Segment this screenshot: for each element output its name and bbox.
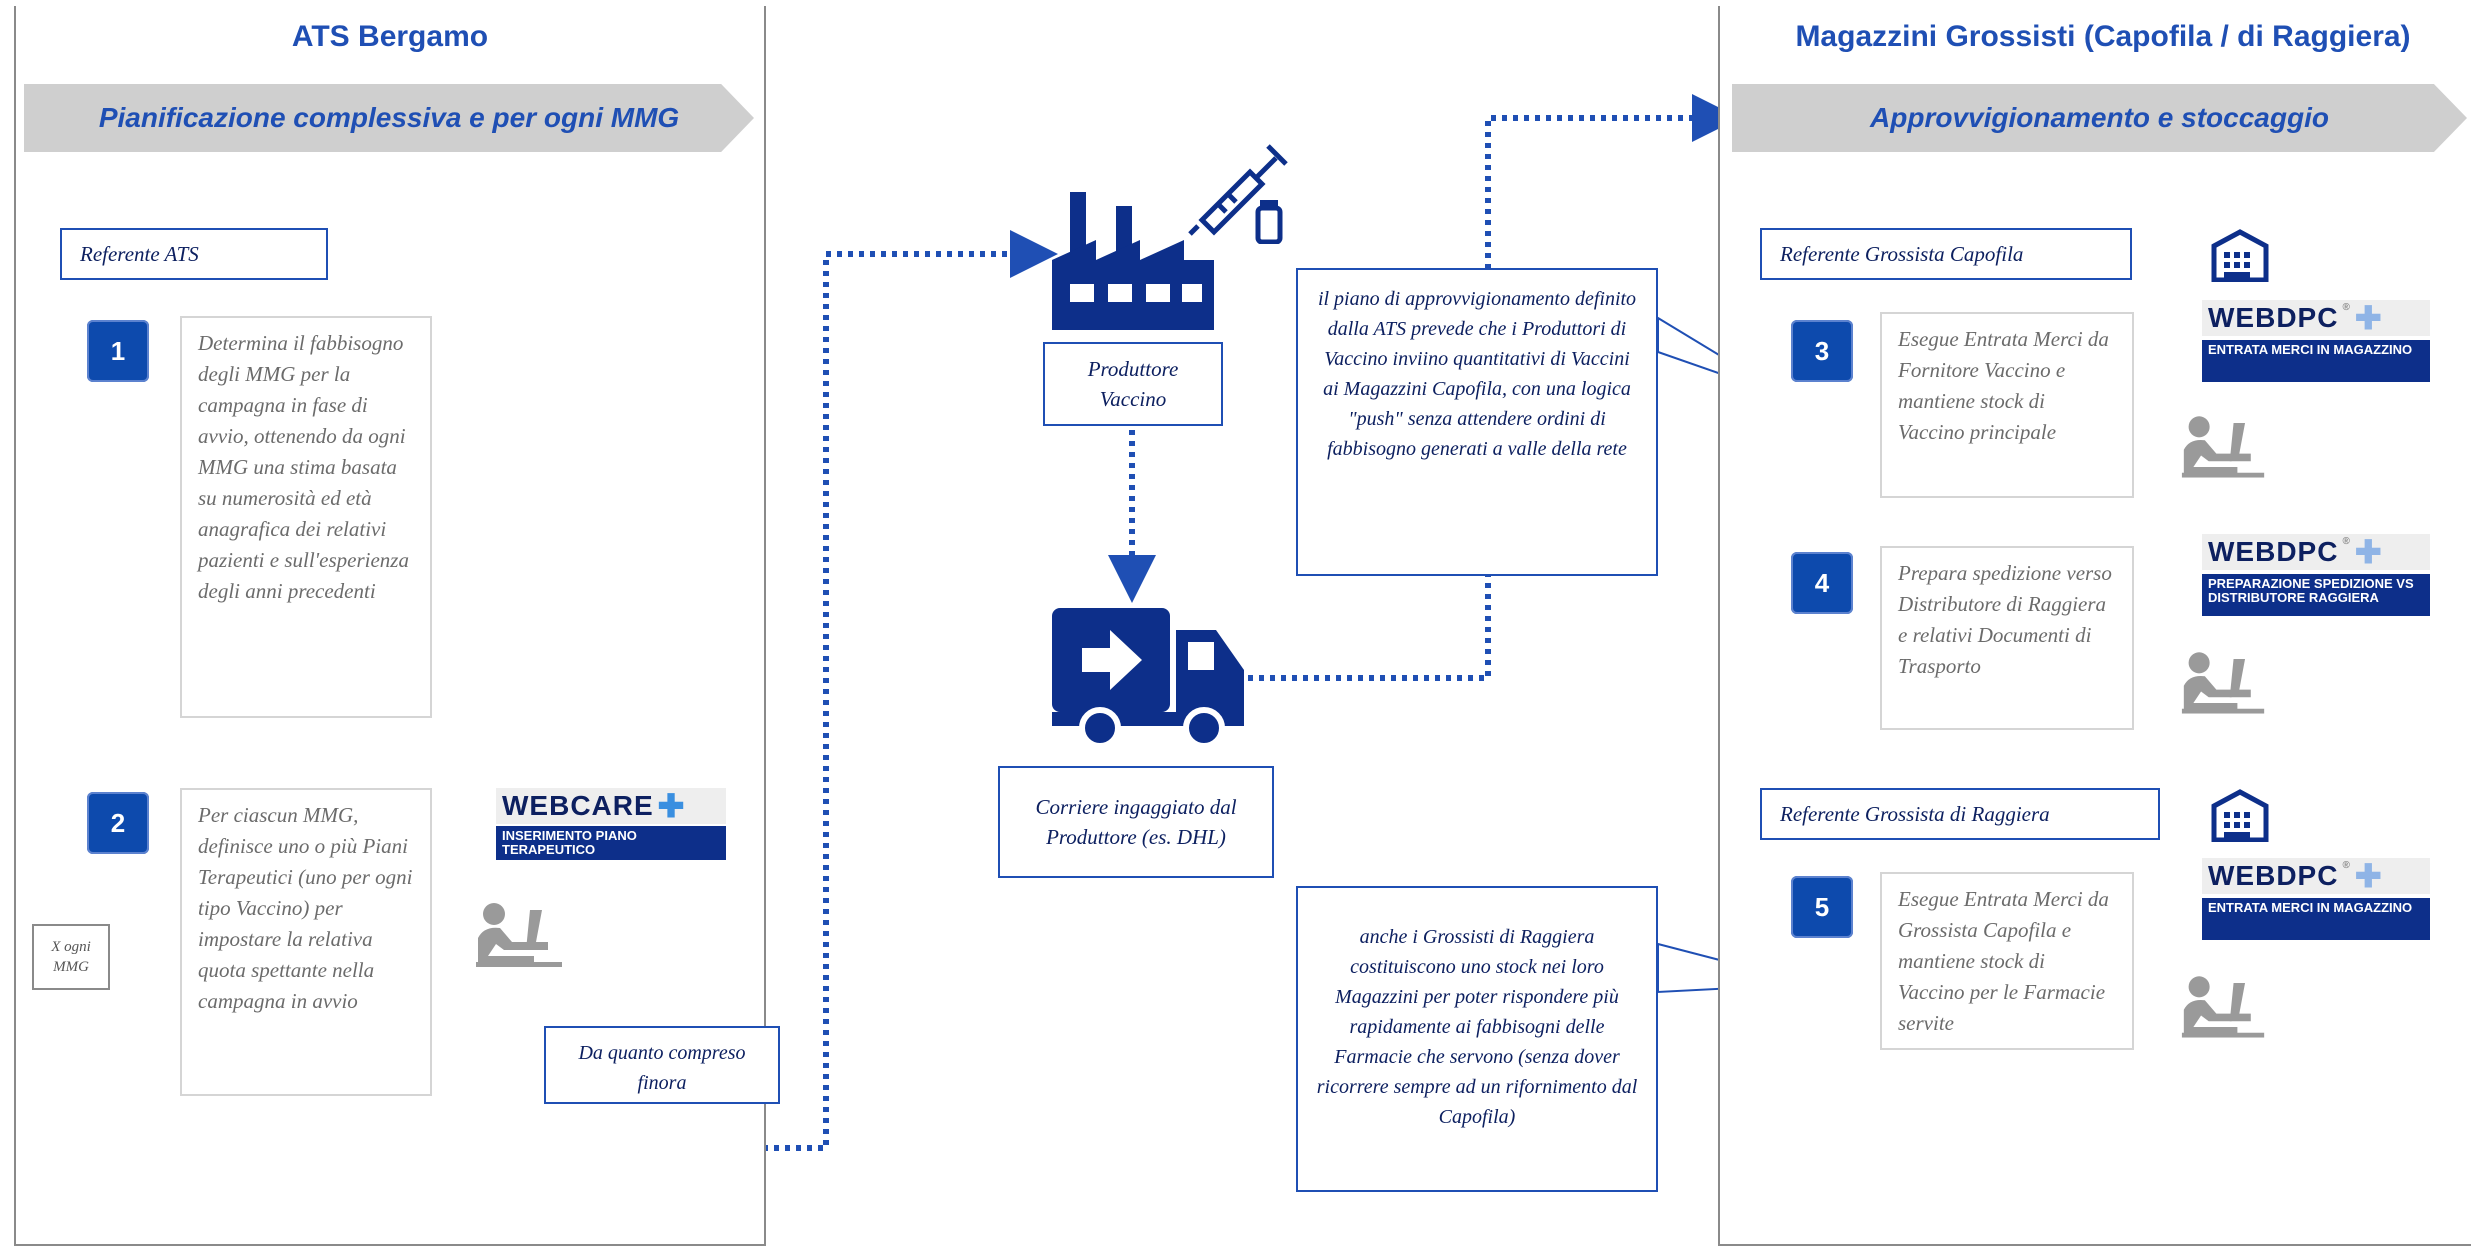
tm-mark: ® [2342,302,2351,313]
role-grossista-raggiera: Referente Grossista di Raggiera [1760,788,2160,840]
webcare-logo: WEBCARE✚ INSERIMENTO PIANO TERAPEUTICO [496,788,726,860]
webdpc-logo-step-3: WEBDPC®✚ ENTRATA MERCI IN MAGAZZINO [2202,300,2430,382]
step-3-badge: 3 [1791,320,1853,382]
callout-current-understanding: Da quanto compreso finora [544,1026,780,1104]
warehouse-icon-capofila [2211,229,2269,282]
user-at-desk-icon [476,903,562,967]
role-grossista-capofila: Referente Grossista Capofila [1760,228,2132,280]
left-banner: Pianificazione complessiva e per ogni MM… [24,84,754,152]
webdpc-name: WEBDPC [2208,302,2339,333]
webdpc-caption: PREPARAZIONE SPEDIZIONE VS DISTRIBUTORE … [2202,574,2430,616]
delivery-truck-icon [1052,608,1244,749]
step-1-description: Determina il fabbisogno degli MMG per la… [180,316,432,718]
loop-tag: X ogni MMG [32,924,110,990]
callout-raggiera-stock: anche i Grossisti di Raggiera costituisc… [1296,886,1658,1192]
step-2-badge: 2 [87,792,149,854]
webdpc-caption: ENTRATA MERCI IN MAGAZZINO [2202,340,2430,382]
callout-push-logic: il piano di approvvigionamento definito … [1296,268,1658,576]
role-referente-ats: Referente ATS [60,228,328,280]
webdpc-logo-step-4: WEBDPC®✚ PREPARAZIONE SPEDIZIONE VS DIST… [2202,534,2430,616]
dotted-to-producer [125,230,1058,1151]
webdpc-caption: ENTRATA MERCI IN MAGAZZINO [2202,898,2430,940]
right-banner: Approvvigionamento e stoccaggio [1732,84,2467,152]
right-panel-title: Magazzini Grossisti (Capofila / di Raggi… [1795,20,2411,53]
warehouse-icon-raggiera [2211,789,2269,842]
producer-label: Produttore Vaccino [1043,342,1223,426]
step-2-description: Per ciascun MMG, definisce uno o più Pia… [180,788,432,1096]
user-at-desk-icon [2181,652,2265,714]
user-at-desk-icon [2181,416,2265,478]
step-4-badge: 4 [1791,552,1853,614]
step-1-badge: 1 [87,320,149,382]
factory-icon [1052,192,1214,330]
webdpc-name: WEBDPC [2208,536,2339,567]
plus-icon: ✚ [657,788,686,824]
left-panel-title: ATS Bergamo [291,20,489,53]
courier-label: Corriere ingaggiato dal Produttore (es. … [998,766,1274,878]
tm-mark: ® [2342,536,2351,547]
step-5-badge: 5 [1791,876,1853,938]
webcare-caption: INSERIMENTO PIANO TERAPEUTICO [496,826,726,860]
step-3-description: Esegue Entrata Merci da Fornitore Vaccin… [1880,312,2134,498]
syringe-icon [1188,144,1288,244]
webdpc-name: WEBDPC [2208,860,2339,891]
user-at-desk-icon [2181,976,2265,1038]
plus-icon: ✚ [2354,300,2383,336]
tm-mark: ® [2342,860,2351,871]
step-4-description: Prepara spedizione verso Distributore di… [1880,546,2134,730]
webdpc-logo-step-5: WEBDPC®✚ ENTRATA MERCI IN MAGAZZINO [2202,858,2430,940]
step-5-description: Esegue Entrata Merci da Grossista Capofi… [1880,872,2134,1050]
plus-icon: ✚ [2354,858,2383,894]
plus-icon: ✚ [2354,534,2383,570]
webcare-name: WEBCARE [502,790,654,821]
